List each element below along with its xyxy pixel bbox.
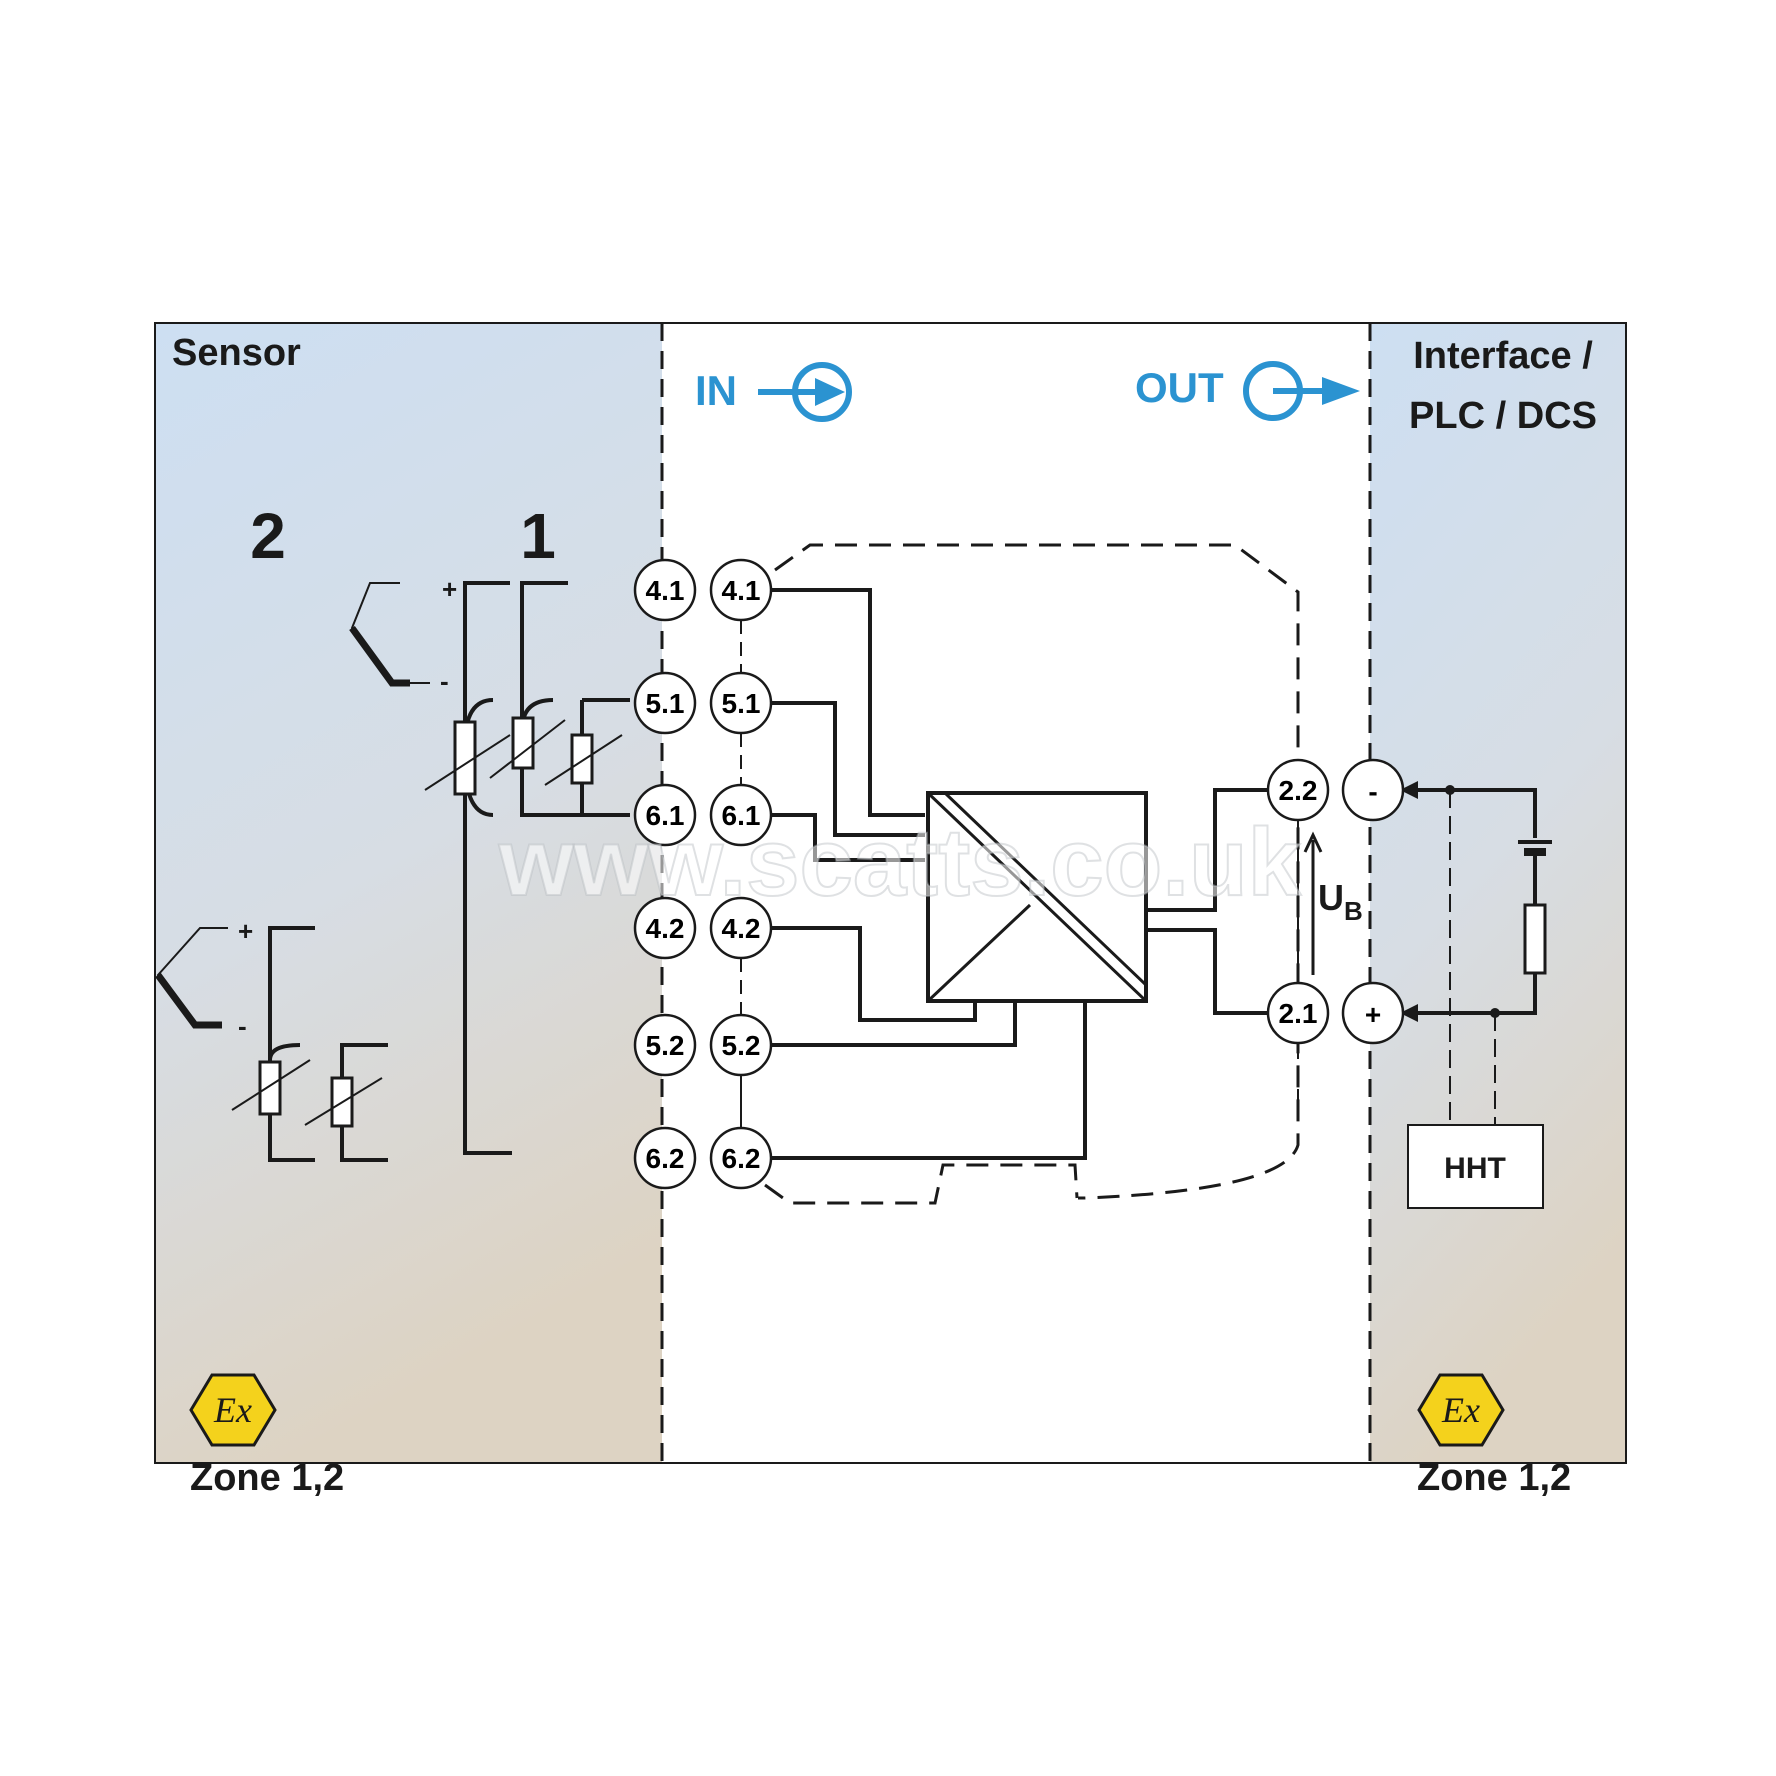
- sensor-group-2: + -: [155, 916, 388, 1162]
- zone-right-label: Zone 1,2: [1417, 1457, 1571, 1499]
- terminal-inner-4-1[interactable]: 4.1: [709, 558, 773, 622]
- arrow-out-icon: [1243, 361, 1360, 421]
- svg-text:5.2: 5.2: [722, 1030, 761, 1061]
- svg-text:2.1: 2.1: [1279, 998, 1318, 1029]
- terminal-2-2[interactable]: 2.2: [1266, 758, 1330, 822]
- svg-text:4.2: 4.2: [646, 913, 685, 944]
- svg-text:-: -: [1368, 776, 1377, 807]
- ub-arrow-icon: [1303, 831, 1323, 975]
- tc1-plus: +: [442, 574, 457, 604]
- terminal-outer-6-1[interactable]: 6.1: [633, 783, 697, 847]
- terminal-outer-6-2[interactable]: 6.2: [633, 1126, 697, 1190]
- terminal-plus[interactable]: +: [1341, 981, 1405, 1045]
- ub-label: UB: [1318, 877, 1363, 926]
- svg-text:5.1: 5.1: [722, 688, 761, 719]
- interface-heading-line2: PLC / DCS: [1409, 395, 1597, 437]
- svg-text:4.1: 4.1: [722, 575, 761, 606]
- svg-text:Ex: Ex: [213, 1390, 252, 1430]
- svg-text:6.1: 6.1: [722, 800, 761, 831]
- ex-symbol-icon: Ex: [1417, 1373, 1505, 1447]
- terminal-outer-4-1[interactable]: 4.1: [633, 558, 697, 622]
- internal-wiring: [770, 588, 1299, 1160]
- sensor-zone: [155, 323, 662, 1463]
- terminal-inner-5-2[interactable]: 5.2: [709, 1013, 773, 1077]
- tc2-minus: -: [238, 1011, 247, 1041]
- ex-symbol-icon: Ex: [189, 1373, 277, 1447]
- svg-text:5.2: 5.2: [646, 1030, 685, 1061]
- svg-text:4.2: 4.2: [722, 913, 761, 944]
- terminal-outer-5-2[interactable]: 5.2: [633, 1013, 697, 1077]
- terminal-minus[interactable]: -: [1341, 758, 1405, 822]
- tc2-plus: +: [238, 916, 253, 946]
- svg-text:5.1: 5.1: [646, 688, 685, 719]
- signal-converter-block: [926, 791, 1148, 1003]
- interface-zone: [1370, 323, 1626, 1463]
- watermark: www.scatts.co.uk: [498, 809, 1302, 916]
- terminal-inner-6-2[interactable]: 6.2: [709, 1126, 773, 1190]
- hht-label: HHT: [1444, 1152, 1506, 1185]
- hht-box: [1407, 1124, 1544, 1209]
- terminal-2-1[interactable]: 2.1: [1266, 981, 1330, 1045]
- svg-text:+: +: [1365, 999, 1381, 1030]
- outer-frame: [154, 322, 1627, 1464]
- interface-heading-line1: Interface /: [1413, 335, 1593, 377]
- tc1-minus: -: [440, 666, 449, 696]
- terminals-output: 2.2 2.1: [1266, 758, 1330, 1100]
- svg-text:2.2: 2.2: [1279, 775, 1318, 806]
- svg-text:6.2: 6.2: [646, 1143, 685, 1174]
- in-label: IN: [695, 367, 737, 414]
- terminals-outer: 4.1 5.1 6.1 4.2 5.2 6.2: [633, 558, 697, 1190]
- sensor-group-1-label: 1: [520, 500, 556, 572]
- svg-text:6.1: 6.1: [646, 800, 685, 831]
- svg-text:Ex: Ex: [1441, 1390, 1480, 1430]
- interface-loop: [1400, 781, 1552, 1125]
- out-label: OUT: [1135, 364, 1224, 411]
- terminal-inner-5-1[interactable]: 5.1: [709, 671, 773, 735]
- terminals-inner: 4.1 5.1 6.1 4.2 5.2 6.2: [709, 558, 773, 1190]
- svg-text:6.2: 6.2: [722, 1143, 761, 1174]
- terminals-supply: - +: [1341, 758, 1405, 1045]
- svg-text:4.1: 4.1: [646, 575, 685, 606]
- sensor-heading: Sensor: [172, 332, 301, 374]
- terminal-inner-4-2[interactable]: 4.2: [709, 896, 773, 960]
- zone-left-label: Zone 1,2: [190, 1457, 344, 1499]
- sensor-group-2-label: 2: [250, 500, 286, 572]
- sensor-group-1: + -: [349, 574, 630, 1155]
- arrow-in-icon: [758, 362, 852, 422]
- terminal-outer-5-1[interactable]: 5.1: [633, 671, 697, 735]
- terminal-inner-6-1[interactable]: 6.1: [709, 783, 773, 847]
- terminal-outer-4-2[interactable]: 4.2: [633, 896, 697, 960]
